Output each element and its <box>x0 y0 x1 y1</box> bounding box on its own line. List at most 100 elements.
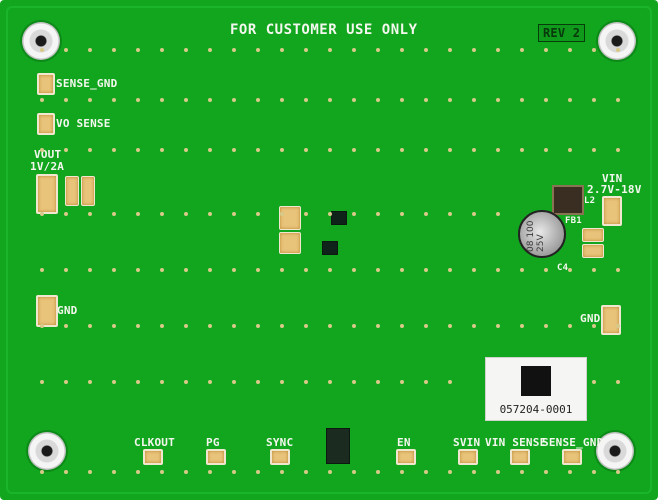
via <box>472 470 476 474</box>
via <box>592 380 596 384</box>
via <box>136 148 140 152</box>
ic-pad-2 <box>279 232 301 254</box>
gnd-left-pad[interactable] <box>36 295 58 327</box>
gnd-right-label: GND <box>580 312 601 325</box>
via <box>256 324 260 328</box>
via <box>64 148 68 152</box>
via <box>112 470 116 474</box>
sense-gnd-label: SENSE_GND <box>56 77 118 90</box>
vin-sense-label: VIN SENSE <box>485 436 547 449</box>
via <box>280 212 284 216</box>
via <box>592 148 596 152</box>
via <box>400 470 404 474</box>
via <box>568 324 572 328</box>
via <box>88 212 92 216</box>
via <box>424 324 428 328</box>
en-pad[interactable] <box>396 449 416 465</box>
via <box>328 148 332 152</box>
via <box>472 324 476 328</box>
via <box>208 212 212 216</box>
via <box>136 268 140 272</box>
ic-footprint <box>331 211 347 225</box>
board-title: FOR CUSTOMER USE ONLY <box>230 22 418 38</box>
via <box>40 48 44 52</box>
via <box>232 324 236 328</box>
via <box>40 148 44 152</box>
via <box>520 98 524 102</box>
sense-gnd-bottom-pad[interactable] <box>562 449 582 465</box>
via <box>136 380 140 384</box>
via <box>328 98 332 102</box>
via <box>448 380 452 384</box>
via <box>568 470 572 474</box>
via <box>184 380 188 384</box>
via <box>496 470 500 474</box>
datamatrix-code <box>521 366 551 396</box>
via <box>544 470 548 474</box>
pg-pad[interactable] <box>206 449 226 465</box>
via <box>160 380 164 384</box>
via <box>184 470 188 474</box>
via <box>496 148 500 152</box>
pg-label: PG <box>206 436 220 449</box>
svin-pad[interactable] <box>458 449 478 465</box>
via <box>112 98 116 102</box>
via <box>304 268 308 272</box>
input-capacitor: 08 100 25V <box>518 210 566 258</box>
via <box>496 98 500 102</box>
via <box>400 148 404 152</box>
via <box>64 268 68 272</box>
via <box>328 212 332 216</box>
ic-pad-1 <box>279 206 301 230</box>
via <box>280 324 284 328</box>
via <box>280 98 284 102</box>
via <box>40 324 44 328</box>
sense-gnd-pad[interactable] <box>37 73 55 95</box>
via <box>376 98 380 102</box>
vout-pad[interactable] <box>36 174 58 214</box>
sync-pad[interactable] <box>270 449 290 465</box>
via <box>40 470 44 474</box>
via <box>304 98 308 102</box>
vin-label: VIN <box>602 172 623 185</box>
vin-pad[interactable] <box>602 196 622 226</box>
via <box>304 380 308 384</box>
via <box>352 48 356 52</box>
vo-sense-pad[interactable] <box>37 113 55 135</box>
via <box>352 268 356 272</box>
via <box>256 148 260 152</box>
vin-sense-pad[interactable] <box>510 449 530 465</box>
via <box>256 212 260 216</box>
via <box>400 268 404 272</box>
via <box>472 148 476 152</box>
filter-pad <box>582 228 604 242</box>
via <box>208 470 212 474</box>
gnd-right-pad[interactable] <box>601 305 621 335</box>
via <box>208 268 212 272</box>
clkout-pad[interactable] <box>143 449 163 465</box>
via <box>520 148 524 152</box>
via <box>136 48 140 52</box>
via <box>544 48 548 52</box>
via <box>112 268 116 272</box>
via <box>112 148 116 152</box>
via <box>400 324 404 328</box>
via <box>88 470 92 474</box>
mounting-hole-top-right <box>598 22 636 60</box>
vin-range-label: 2.7V-18V <box>587 183 642 196</box>
filter-pad-2 <box>582 244 604 258</box>
via <box>376 148 380 152</box>
via <box>208 324 212 328</box>
via <box>280 48 284 52</box>
via <box>424 380 428 384</box>
via <box>616 48 620 52</box>
via <box>184 268 188 272</box>
via <box>568 98 572 102</box>
via <box>592 470 596 474</box>
vout-rating-label: 1V/2A <box>30 160 65 173</box>
via <box>376 48 380 52</box>
via <box>160 324 164 328</box>
via <box>184 148 188 152</box>
via <box>616 470 620 474</box>
via <box>400 48 404 52</box>
